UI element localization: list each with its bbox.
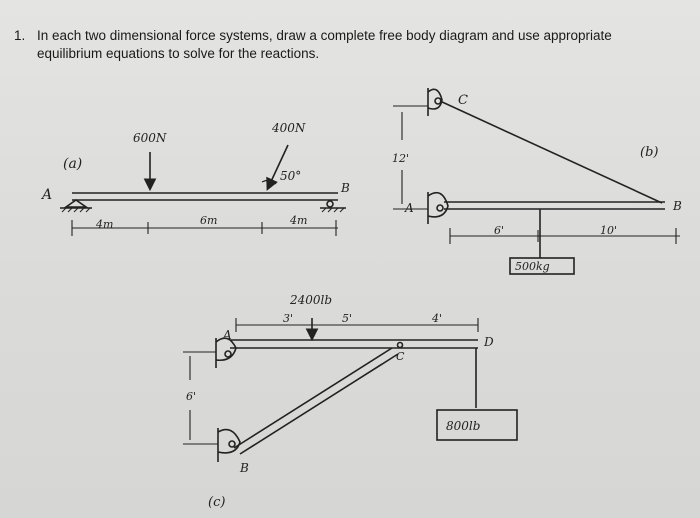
problem-number: 1. [14,28,26,43]
pin-b-c-label: B [239,461,249,475]
force-400n-label: 400N [271,121,306,135]
problem-text: In each two dimensional force systems, d… [37,28,612,61]
support-a-label: A [40,187,52,203]
roller-b [326,200,334,208]
dim-c-2: 5' [342,312,352,325]
point-c-label: C [396,350,405,363]
label-b: (b) [640,145,658,160]
weight-c-label: 800lb [446,419,480,433]
strut-bc-2 [239,353,399,455]
dim-b-2: 10' [600,224,617,237]
dim-c-1: 3' [283,312,293,325]
height-b-label: 12' [392,152,409,165]
diagram-c [183,318,518,462]
dim-b-1: 6' [494,224,504,237]
cable-cb [439,100,663,204]
pin-support-a [63,199,89,208]
diagram-c-labels: 2400lb A 3' 5' 4' C D 6' B 800lb (c) [186,293,494,510]
diagram-a [60,144,346,236]
angle-label: 50° [280,169,301,183]
label-a: (a) [63,156,82,172]
pin-a-c-label: A [222,328,232,342]
support-b-label: B [340,181,350,195]
pin-a-label: A [404,201,414,215]
label-c: (c) [208,495,225,510]
strut-bc-1 [233,347,393,449]
dim-a-2: 6m [200,214,217,227]
force-600n-label: 600N [133,131,167,145]
diagram-a-labels: (a) 600N 400N 50° A B 4m 6m 4m [40,121,350,231]
dim-a-3: 4m [289,214,307,227]
mass-box-b [509,257,575,275]
mass-b-label: 500kg [515,260,550,273]
diagram-b-labels: C (b) B 12' A 6' 10' 500kg [392,93,682,273]
dim-c-3: 4' [431,312,442,325]
diagram-b [393,88,680,275]
pin-c-label: C [458,93,468,108]
angle-arc [261,179,277,185]
end-b-label: B [672,199,682,213]
pin-b-c [217,428,241,454]
pin-c [427,88,443,110]
pin-a-b [427,191,449,218]
load-c-label: 2400lb [289,293,332,307]
dim-a-1: 4m [95,218,113,231]
weight-box-c [436,409,518,441]
point-d-label: D [483,335,494,349]
height-c-label: 6' [186,390,196,403]
